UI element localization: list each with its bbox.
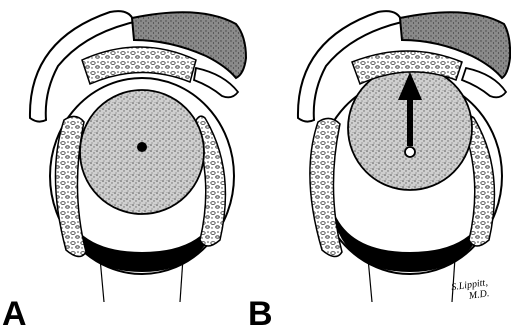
glenoid-center-dot bbox=[137, 142, 147, 152]
panel-label-a: A bbox=[2, 297, 27, 331]
panel-b-drawing bbox=[298, 11, 510, 302]
original-center-marker bbox=[405, 147, 415, 157]
panel-a-drawing bbox=[30, 11, 246, 302]
panel-label-b: B bbox=[248, 297, 273, 331]
